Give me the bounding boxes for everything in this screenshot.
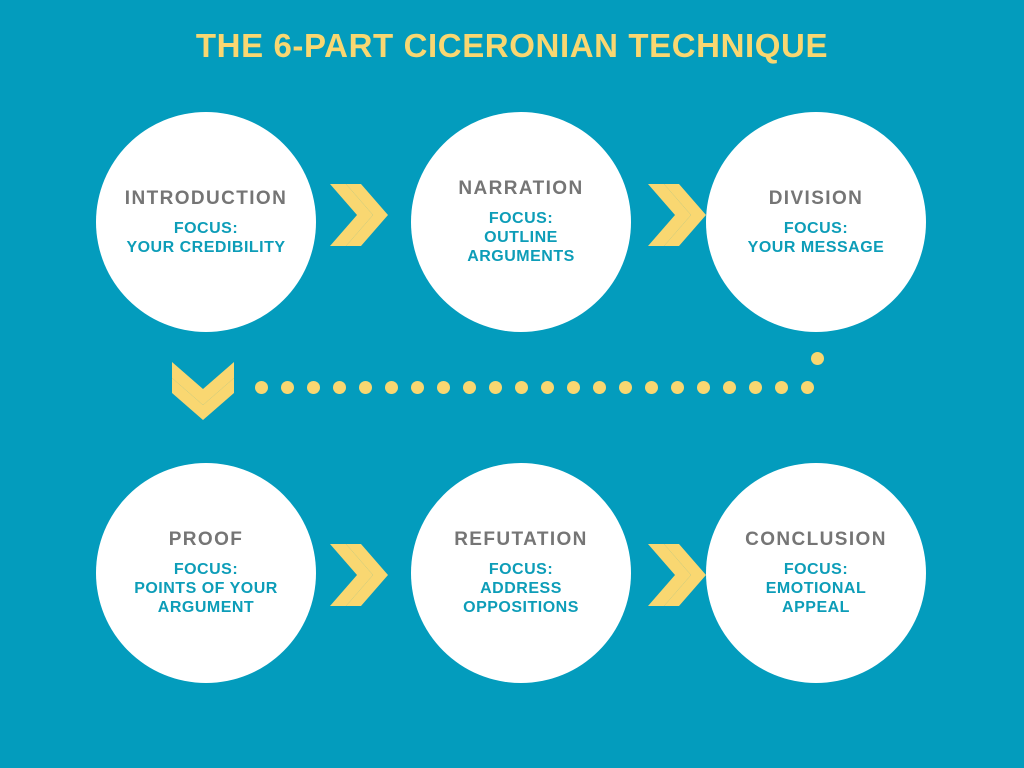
step-title: PROOF	[168, 529, 244, 550]
connector-dot	[645, 381, 658, 394]
connector-dot	[749, 381, 762, 394]
connector-dot	[697, 381, 710, 394]
connector-dot	[489, 381, 502, 394]
step-title: DIVISION	[768, 187, 864, 209]
step-title: REFUTATION	[454, 529, 588, 550]
chevron-right-icon	[330, 184, 388, 246]
step-focus-line: FOCUS:	[783, 219, 849, 237]
step-focus-line: FOCUS:	[173, 219, 239, 237]
step-circle-conclusion: CONCLUSION FOCUS: EMOTIONAL APPEAL	[706, 463, 926, 683]
step-circle-narration: NARRATION FOCUS: OUTLINE ARGUMENTS	[411, 112, 631, 332]
step-focus-line: ARGUMENT	[157, 599, 255, 616]
connector-dot	[437, 381, 450, 394]
connector-dot	[723, 381, 736, 394]
connector-dot	[255, 381, 268, 394]
chevron-right-icon	[648, 184, 706, 246]
step-focus-line: OUTLINE	[484, 229, 558, 246]
connector-dot	[541, 381, 554, 394]
step-circle-refutation: REFUTATION FOCUS: ADDRESS OPPOSITIONS	[411, 463, 631, 683]
chevron-down-icon	[172, 362, 234, 420]
connector-dot	[463, 381, 476, 394]
step-title: NARRATION	[458, 178, 584, 199]
step-focus: FOCUS: EMOTIONAL APPEAL	[766, 560, 867, 617]
connector-dot	[671, 381, 684, 394]
step-focus-line: FOCUS:	[783, 561, 849, 578]
page-title: THE 6-PART CICERONIAN TECHNIQUE	[195, 27, 829, 64]
connector-dot	[359, 381, 372, 394]
step-focus-line: YOUR CREDIBILITY	[126, 238, 286, 256]
connector-dot	[567, 381, 580, 394]
step-circle-proof: PROOF FOCUS: POINTS OF YOUR ARGUMENT	[96, 463, 316, 683]
connector-dot	[281, 381, 294, 394]
connector-dot	[385, 381, 398, 394]
step-focus-line: EMOTIONAL	[765, 580, 867, 597]
chevron-right-icon	[648, 544, 706, 606]
chevron-right-icon	[330, 544, 388, 606]
step-focus-line: ADDRESS	[480, 580, 562, 597]
step-focus-line: ARGUMENTS	[467, 248, 575, 265]
connector-dot	[775, 381, 788, 394]
connector-dot	[801, 381, 814, 394]
connector-dot	[333, 381, 346, 394]
connector-dot-riser	[811, 352, 824, 365]
step-focus-line: YOUR MESSAGE	[747, 238, 885, 256]
step-title: INTRODUCTION	[124, 187, 288, 209]
step-focus-line: POINTS OF YOUR	[134, 580, 278, 597]
step-title: CONCLUSION	[745, 529, 887, 550]
step-focus-line: FOCUS:	[488, 561, 554, 578]
connector-dot	[307, 381, 320, 394]
connector-dot	[411, 381, 424, 394]
step-focus: FOCUS: ADDRESS OPPOSITIONS	[463, 560, 579, 617]
connector-dot	[619, 381, 632, 394]
step-focus-line: FOCUS:	[488, 210, 554, 227]
step-circle-introduction: INTRODUCTION FOCUS: YOUR CREDIBILITY	[96, 112, 316, 332]
connector-dot	[515, 381, 528, 394]
step-focus-line: FOCUS:	[173, 561, 239, 578]
step-focus: FOCUS: YOUR CREDIBILITY	[126, 219, 285, 257]
step-focus: FOCUS: OUTLINE ARGUMENTS	[467, 209, 575, 266]
step-focus-line: APPEAL	[782, 599, 850, 616]
step-circle-division: DIVISION FOCUS: YOUR MESSAGE	[706, 112, 926, 332]
connector-dot	[593, 381, 606, 394]
step-focus-line: OPPOSITIONS	[463, 599, 579, 616]
step-focus: FOCUS: YOUR MESSAGE	[748, 219, 885, 257]
step-focus: FOCUS: POINTS OF YOUR ARGUMENT	[134, 560, 278, 617]
